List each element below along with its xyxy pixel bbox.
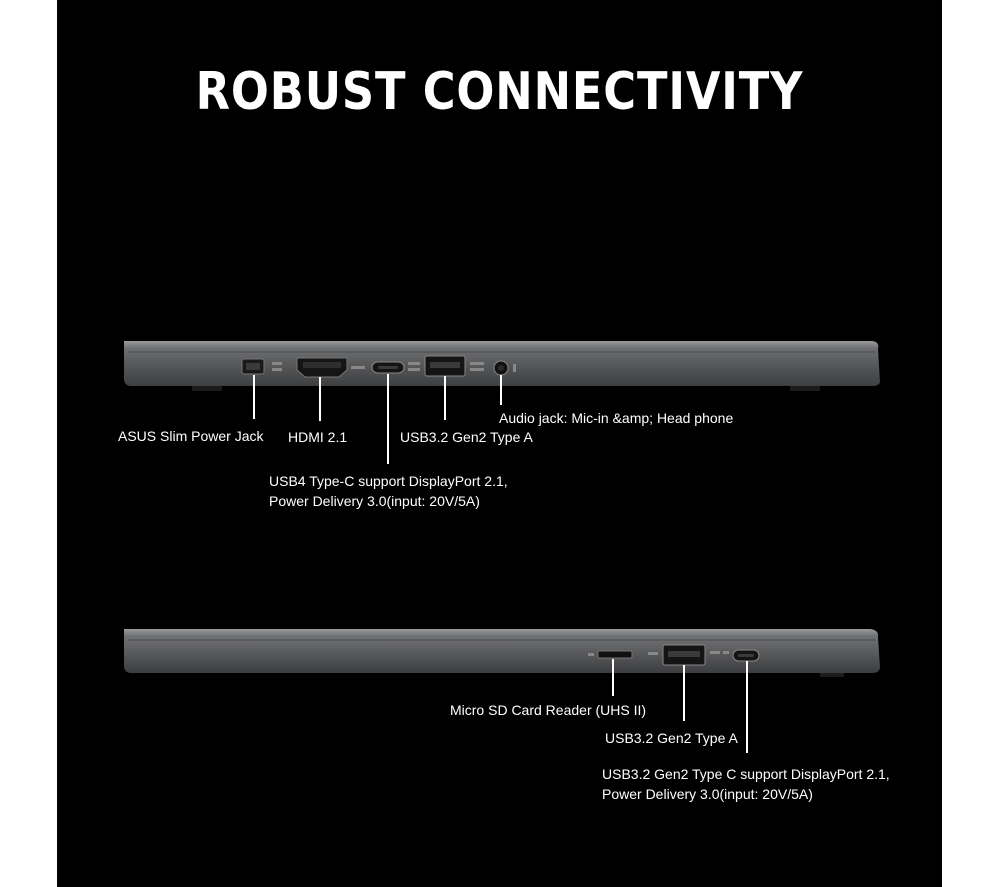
callout-line-usbc-right (746, 661, 748, 753)
power-jack-port (241, 358, 265, 375)
hdmi-port (296, 357, 348, 378)
callout-line-usba (444, 376, 446, 420)
label-usba: USB3.2 Gen2 Type A (400, 429, 533, 445)
label-audio-jack: Audio jack: Mic-in &amp; Head phone (499, 410, 734, 426)
label-sd-reader: Micro SD Card Reader (UHS II) (450, 702, 647, 718)
usb4-type-c-port (371, 361, 405, 374)
label-usbc-line2: Power Delivery 3.0(input: 20V/5A) (602, 786, 813, 802)
usb-a-port (424, 355, 466, 377)
right-side-laptop (124, 629, 880, 677)
label-usb4-line2: Power Delivery 3.0(input: 20V/5A) (269, 493, 480, 509)
callout-line-hdmi (319, 377, 321, 421)
callout-line-usb4 (387, 374, 389, 464)
callout-line-usba-right (683, 665, 685, 721)
laptop-side-views (124, 341, 880, 677)
label-usb4-line1: USB4 Type-C support DisplayPort 2.1, (269, 473, 508, 489)
label-usba-right: USB3.2 Gen2 Type A (605, 730, 738, 746)
callout-line-audio (500, 375, 502, 405)
label-power-jack: ASUS Slim Power Jack (118, 428, 264, 444)
sd-card-reader-slot (588, 650, 633, 659)
callout-line-power (253, 375, 255, 419)
label-usbc-line1: USB3.2 Gen2 Type C support DisplayPort 2… (602, 766, 890, 782)
usb-type-c-port-right (732, 649, 760, 662)
connectivity-panel: ROBUST CONNECTIVITY (57, 0, 942, 887)
usb-a-port-right (662, 644, 706, 666)
left-side-laptop (124, 341, 880, 391)
callout-line-sd (612, 659, 614, 696)
page-title: ROBUST CONNECTIVITY (195, 62, 804, 122)
label-hdmi: HDMI 2.1 (288, 429, 348, 445)
audio-jack-port (493, 360, 509, 376)
